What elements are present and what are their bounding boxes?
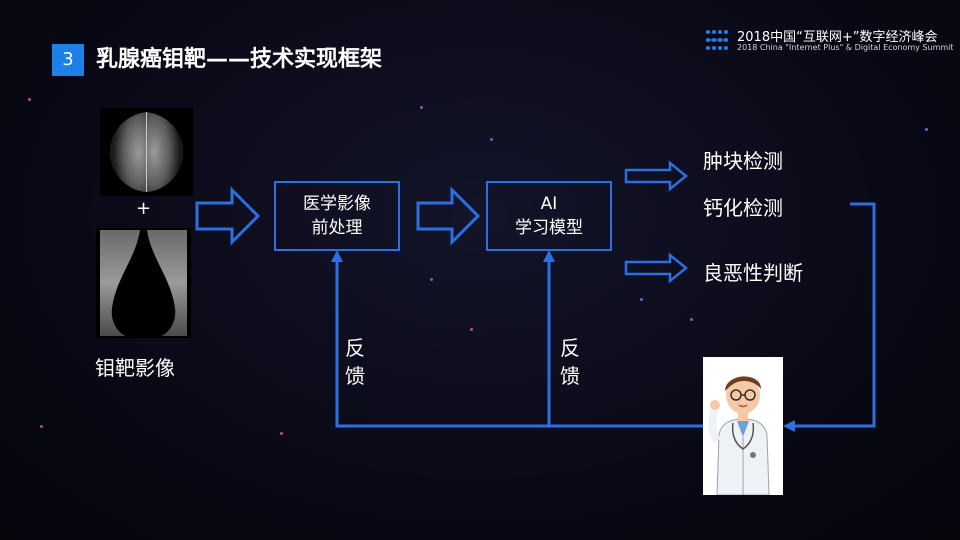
page-title: 乳腺癌钼靶——技术实现框架 xyxy=(96,47,383,72)
mammogram-cc-image xyxy=(100,108,193,196)
output-malignancy-judgement: 良恶性判断 xyxy=(703,261,803,285)
model-line2: 学习模型 xyxy=(515,218,583,238)
output-arrow-top xyxy=(624,160,688,192)
doctor-illustration xyxy=(703,357,783,495)
star-decoration xyxy=(470,328,473,331)
preprocess-to-model-arrow xyxy=(416,186,481,246)
output-calcification-detection: 钙化检测 xyxy=(703,196,783,220)
feedback-label-left: 反 馈 xyxy=(343,334,367,390)
star-decoration xyxy=(490,138,493,141)
star-decoration xyxy=(640,298,643,301)
logo-title: 2018中国“互联网+”数字经济峰会 xyxy=(737,30,938,45)
input-caption: 钼靶影像 xyxy=(95,356,175,380)
star-decoration xyxy=(420,106,423,109)
feedback-label-right: 反 馈 xyxy=(558,334,582,390)
star-decoration xyxy=(430,278,433,281)
preprocess-box: 医学影像 前处理 xyxy=(274,181,400,251)
logo-subtitle: 2018 China "Internet Plus" & Digital Eco… xyxy=(737,43,954,52)
feedback-loop-line xyxy=(790,202,876,428)
arrowhead-to-model xyxy=(543,250,555,262)
preprocess-line1: 医学影像 xyxy=(303,194,371,214)
star-decoration xyxy=(28,98,31,101)
arrowhead-to-preprocess xyxy=(331,250,343,262)
input-to-preprocess-arrow xyxy=(195,186,261,246)
star-decoration xyxy=(690,318,693,321)
output-arrow-bottom xyxy=(624,252,688,284)
star-decoration xyxy=(40,425,43,428)
logo-dots-icon xyxy=(706,30,728,50)
mammogram-mlo-image xyxy=(96,228,191,338)
model-line1: AI xyxy=(540,194,558,214)
model-box: AI 学习模型 xyxy=(486,181,612,251)
feedback-right-char2: 馈 xyxy=(560,364,580,388)
feedback-left-char1: 反 xyxy=(345,336,365,360)
feedback-left-char2: 馈 xyxy=(345,364,365,388)
star-decoration xyxy=(280,432,283,435)
feedback-right-char1: 反 xyxy=(560,336,580,360)
section-number-badge: 3 xyxy=(52,44,84,76)
event-logo: 2018中国“互联网+”数字经济峰会 2018 China "Internet … xyxy=(705,26,954,56)
feedback-bottom-line xyxy=(335,256,703,428)
arrowhead-to-doctor xyxy=(783,420,795,432)
preprocess-line2: 前处理 xyxy=(311,218,363,238)
plus-sign: + xyxy=(136,198,152,219)
star-decoration xyxy=(925,128,928,131)
output-mass-detection: 肿块检测 xyxy=(703,149,783,173)
